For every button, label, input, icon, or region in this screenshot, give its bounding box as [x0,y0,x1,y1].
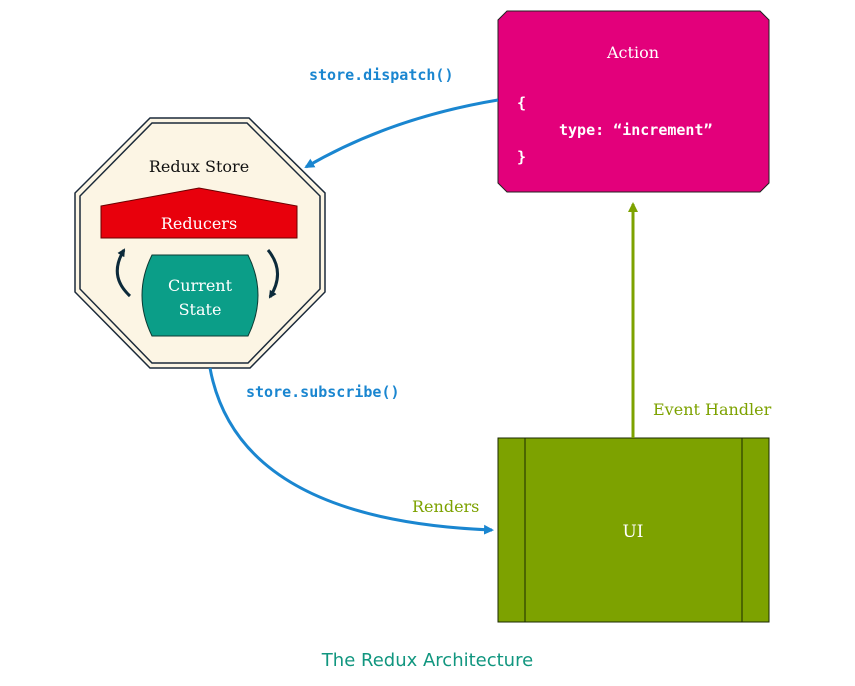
ui-label: UI [622,522,643,542]
action-code-close: } [517,148,526,166]
store-title: Redux Store [149,157,249,176]
cycle-arrow-right-icon [266,249,279,299]
dispatch-arrow [304,98,499,169]
event-handler-label: Event Handler [653,400,772,419]
action-node: Action { type: “increment” } [497,10,770,193]
action-code-body: type: “increment” [559,121,713,139]
redux-store-node: Redux Store Reducers Current State [74,117,326,369]
current-state-line2: State [179,300,222,319]
subscribe-label: store.subscribe() [246,383,400,401]
ui-box [497,437,770,623]
current-state-line1: Current [168,276,233,295]
store-octagon-outer [74,117,326,369]
ui-node: UI [497,437,770,623]
renders-label: Renders [412,497,479,516]
cycle-arrow-left-icon [115,248,132,298]
current-state-shape [141,254,259,337]
action-title: Action [606,43,659,62]
reducers-banner [100,187,298,239]
reducers-label: Reducers [161,214,237,233]
diagram-caption: The Redux Architecture [321,650,534,671]
dispatch-label: store.dispatch() [309,66,454,84]
action-code-open: { [517,94,526,112]
action-box [497,10,770,193]
store-octagon-inner [79,122,321,364]
subscribe-arrow [208,367,494,535]
